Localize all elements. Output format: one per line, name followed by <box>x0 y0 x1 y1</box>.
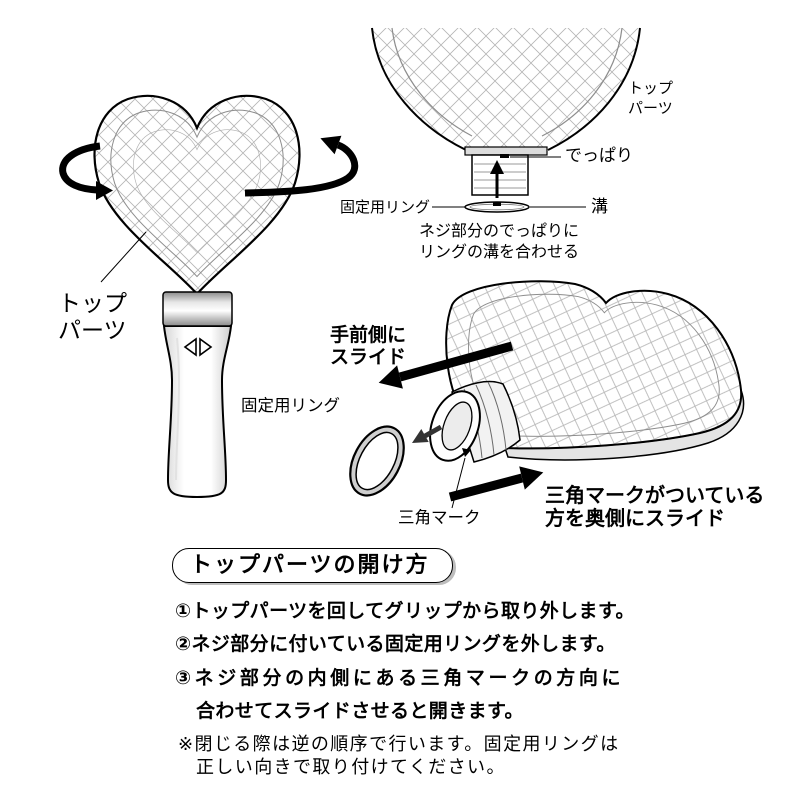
heart-inner-contour <box>110 109 284 278</box>
section-title: トップパーツの開け方 <box>190 553 430 578</box>
heart-bottom-inner-contour <box>391 27 623 137</box>
triangle-pair-icon <box>183 337 213 357</box>
top-part-leader-line <box>100 231 147 283</box>
ring-groove <box>493 202 501 206</box>
protrusion-label: でっぱり <box>565 146 633 166</box>
slide-back-arrow <box>448 473 524 502</box>
protrusion <box>500 154 509 158</box>
label-line: スライド <box>330 346 407 368</box>
triangle-mark-leader-line <box>451 457 466 509</box>
heart-top-part <box>93 94 301 296</box>
triangle-mark-label: 三角マーク <box>398 508 481 527</box>
heart-inner-contour-2 <box>133 129 261 254</box>
tilted-heart-facets <box>446 281 742 449</box>
grip-body <box>162 325 233 499</box>
screw-thread <box>471 154 529 196</box>
opening-view <box>349 280 745 509</box>
label-line: パーツ <box>628 99 673 117</box>
groove-label: 溝 <box>591 197 608 217</box>
slide-arrow-icon <box>378 341 544 502</box>
section-title-pill: トップパーツの開け方 <box>172 548 453 583</box>
step-1: ①トップパーツを回してグリップから取り外します。 <box>175 600 635 622</box>
slide-front-arrow <box>398 341 514 382</box>
note-line-2: 正しい向きで取り付けてください。 <box>196 757 506 778</box>
label-line: 手前側に <box>330 324 407 346</box>
up-arrow-icon <box>490 160 504 198</box>
label-line: トップ <box>628 79 674 97</box>
rotate-arrow-left <box>59 142 101 194</box>
slide-back-label: 三角マークがついている 方を奥側にスライド <box>545 484 764 530</box>
grip-collar <box>162 291 233 327</box>
top-part-label-left: トップ パーツ <box>58 291 127 345</box>
neck-mouth-inner <box>441 401 473 451</box>
label-line: トップ <box>58 291 127 317</box>
slide-front-arrow-head <box>378 365 403 389</box>
ring-remove-arrow-icon <box>412 424 443 443</box>
label-line: 方を奥側にスライド <box>545 506 725 530</box>
slide-front-label: 手前側に スライド <box>330 324 406 368</box>
fixing-ring-loose <box>349 425 405 497</box>
step-3-line-2: 合わせてスライドさせると開きます。 <box>196 700 524 722</box>
step-2: ②ネジ部分に付いている固定用リングを外します。 <box>175 633 616 655</box>
caption-line: リングの溝を合わせる <box>419 242 580 261</box>
note-line-1: ※閉じる際は逆の順序で行います。固定用リングは <box>178 734 620 755</box>
rotate-arrow-icon <box>59 135 359 200</box>
step-3-line-1: ③ネジ部分の内側にある三角マークの方向に <box>175 667 625 689</box>
rotate-arrow-right-head <box>320 135 342 155</box>
rotate-arrow-left-head <box>96 181 113 200</box>
tilted-heart-inner-contour <box>468 293 720 437</box>
tilted-heart-outline <box>445 280 743 450</box>
screw-detail-view <box>371 27 641 213</box>
triangle-mark <box>462 448 471 457</box>
caption-line: ネジ部分のでっぱりに <box>419 221 580 240</box>
neck-collar <box>464 146 548 156</box>
rotate-arrow-right <box>244 141 359 197</box>
grip <box>162 325 233 499</box>
label-line: パーツ <box>58 318 127 344</box>
heart-bottom-outline <box>371 27 641 151</box>
screw-detail-caption: ネジ部分のでっぱりに リングの溝を合わせる <box>419 220 579 262</box>
fixing-ring-top <box>464 201 530 213</box>
fixing-ring-label-open: 固定用リング <box>241 396 340 415</box>
top-part-label-detail: トップ パーツ <box>628 78 673 118</box>
light-stick-left-view <box>59 94 359 499</box>
label-line: 三角マークがついている <box>545 483 765 507</box>
slide-back-arrow-head <box>519 466 544 490</box>
heart-bottom-part-facets <box>372 28 640 150</box>
screw-neck <box>429 380 521 463</box>
grip-highlight <box>175 337 181 481</box>
fixing-ring-label-detail: 固定用リング <box>340 198 431 216</box>
